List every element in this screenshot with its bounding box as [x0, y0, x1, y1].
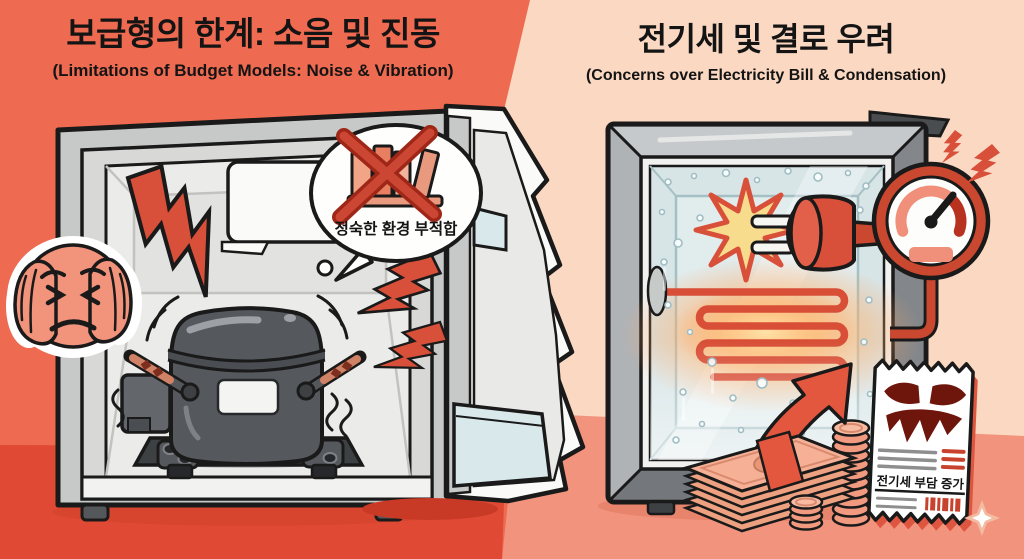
left-panel-subtitle: (Limitations of Budget Models: Noise & V… — [52, 61, 454, 80]
collar-line — [167, 358, 326, 373]
noisy-fridge-illustration: 정숙한 환경 부적합 — [6, 103, 586, 526]
fridge-foot — [646, 500, 676, 516]
relay-notch — [127, 417, 151, 433]
coin-stack-short-icon — [788, 494, 824, 531]
compressor-label — [216, 378, 280, 416]
compressor — [111, 294, 367, 480]
sparkle-icon — [964, 500, 1000, 536]
bin-lip-line — [455, 415, 545, 427]
gauge-pipe — [890, 276, 936, 339]
door-shadow — [362, 498, 498, 520]
electric-bill-receipt: 전기세 부담 증가 — [867, 358, 978, 532]
door-shelf-bin-bottom — [452, 402, 552, 488]
power-meter-gauge — [871, 128, 1005, 342]
cabinet-sill — [80, 475, 434, 501]
gauge-hub — [924, 215, 938, 229]
compressor-foot — [166, 463, 194, 480]
finger-lines — [20, 266, 126, 334]
vibration-marks — [111, 294, 353, 438]
left-panel-title: 보급형의 한계: 소음 및 진동 — [66, 15, 440, 52]
frame-glare — [657, 130, 853, 143]
spark-burst-icon — [693, 177, 799, 283]
door-shelf-bin-top — [472, 206, 508, 252]
speech-bubble: 정숙한 환경 부적합 — [309, 123, 483, 282]
bill-text-lines — [877, 448, 966, 471]
frame-bevel-top — [611, 127, 923, 157]
bubble-dot — [316, 259, 334, 277]
evil-face-icon — [884, 382, 967, 443]
frame-bevel-left — [611, 127, 641, 499]
distressed-face-icon — [6, 236, 142, 358]
gauge-red-zone — [946, 194, 967, 237]
fridge-foot — [80, 503, 110, 522]
pipe-bands — [140, 359, 164, 378]
gauge-display — [909, 247, 953, 262]
pipe-bands — [330, 360, 353, 379]
collar-band — [168, 350, 325, 371]
copper-pipe-right — [320, 355, 361, 384]
x-mark-icon — [332, 125, 442, 225]
right-panel-subtitle: (Concerns over Electricity Bill & Conden… — [585, 67, 947, 84]
money-band — [755, 430, 805, 493]
face-features — [40, 267, 106, 332]
cost-increase-group: 전기세 부담 증가 — [681, 358, 1000, 536]
drain-disc — [646, 265, 668, 317]
dome-highlight-dot — [284, 314, 296, 322]
bill-rule — [874, 488, 965, 496]
compressor-foot — [310, 463, 338, 480]
plug-face — [789, 196, 823, 270]
gauge-arc — [895, 185, 958, 237]
pipe-socket — [296, 381, 316, 401]
collar-line — [167, 348, 326, 363]
dome-lowlight — [183, 405, 201, 441]
right-panel-title: 전기세 및 결로 우려 — [637, 21, 895, 57]
barcode — [925, 497, 961, 512]
bill-footer-lines — [875, 496, 917, 510]
dome-highlight — [186, 316, 262, 334]
bill-label: 전기세 부담 증가 — [876, 473, 965, 492]
copper-pipe-left — [129, 354, 174, 384]
pipe-socket — [180, 382, 200, 402]
speech-bubble-label: 정숙한 환경 부적합 — [335, 219, 458, 238]
cash-stack-icon — [681, 430, 859, 533]
